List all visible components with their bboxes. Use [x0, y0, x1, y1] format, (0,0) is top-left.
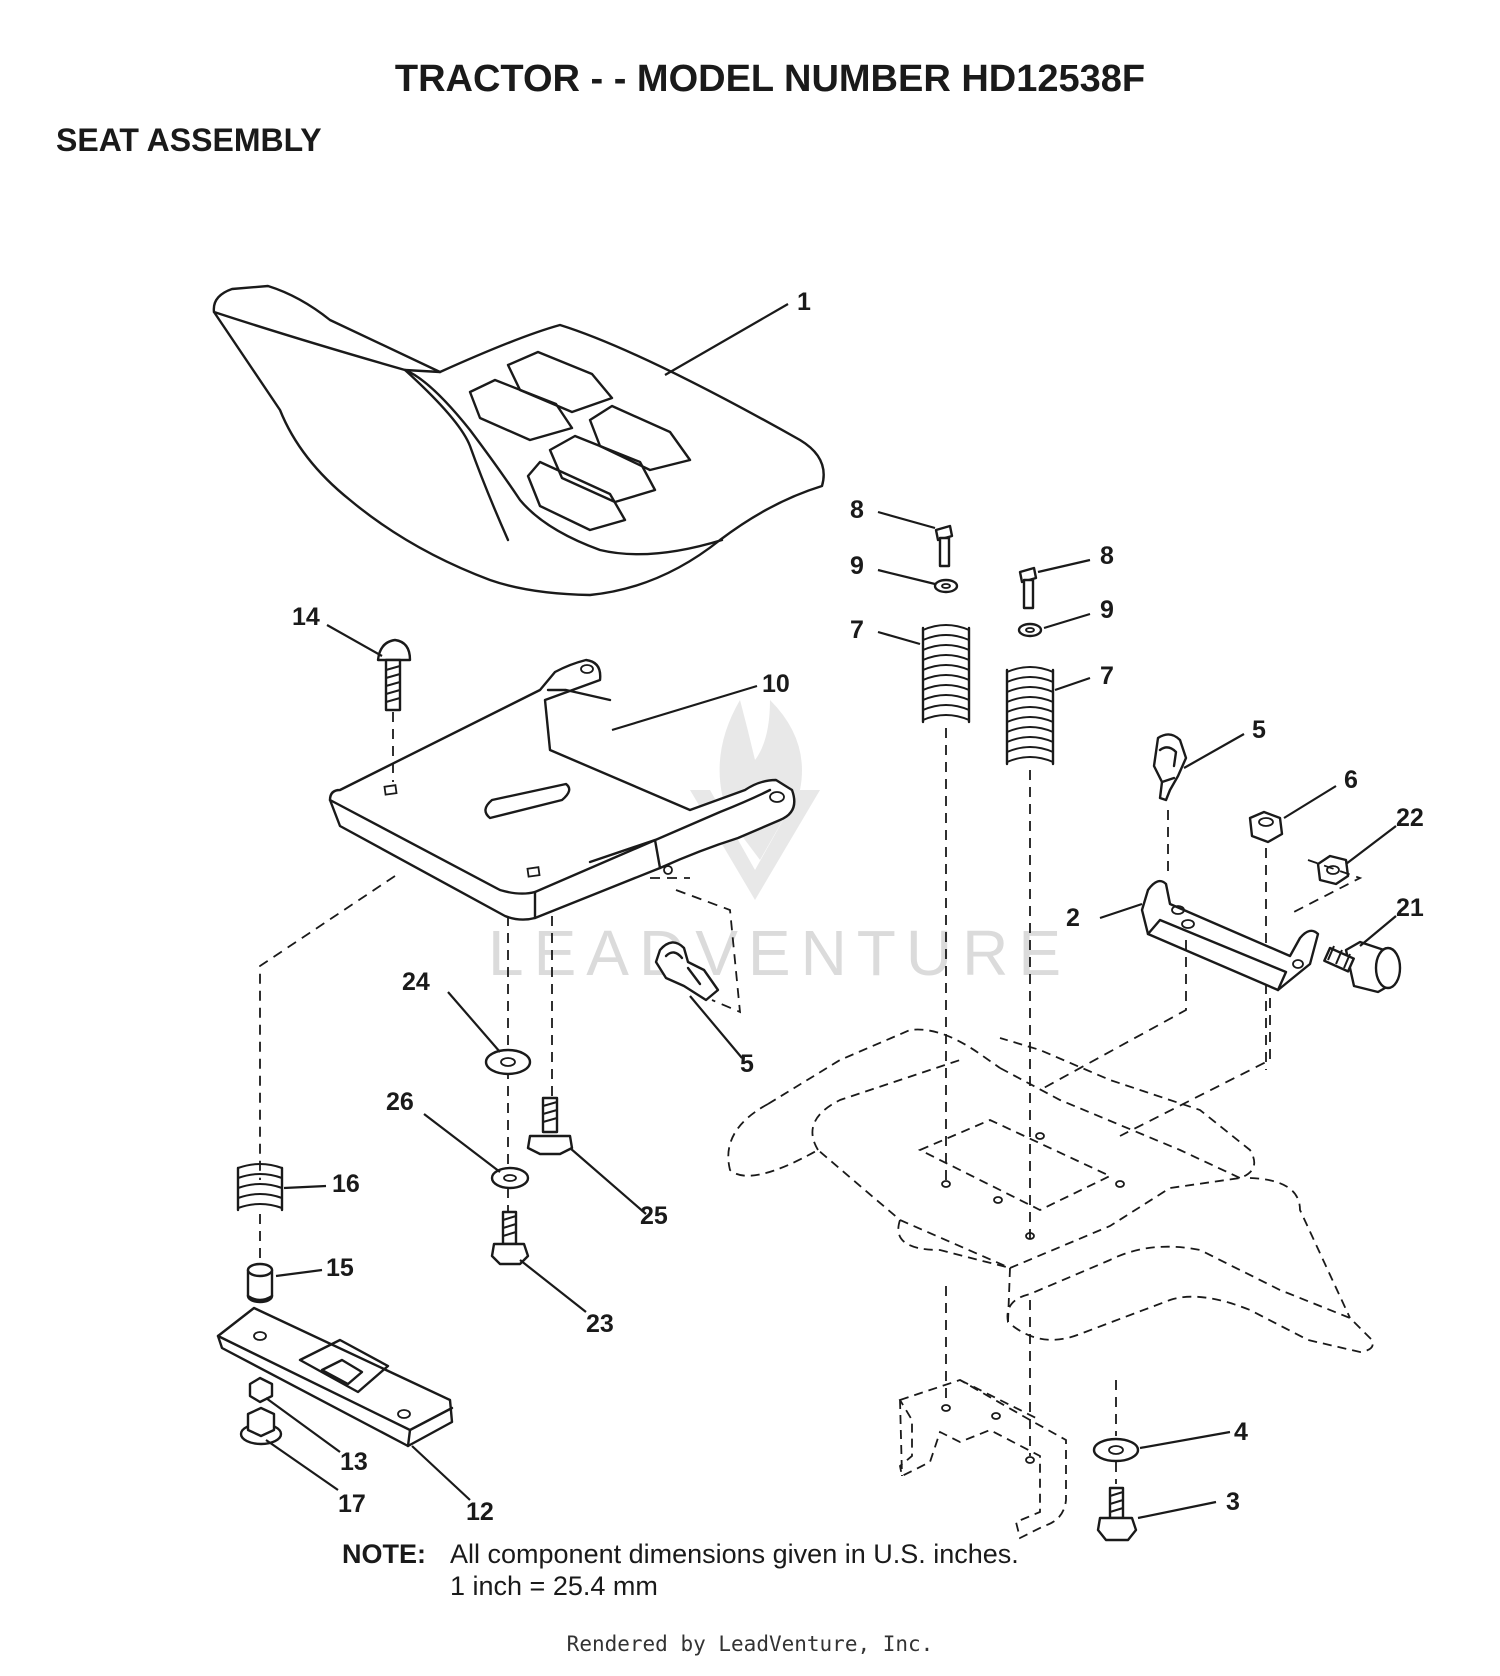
part-flange-bolt [1323, 940, 1402, 994]
svg-text:13: 13 [340, 1448, 368, 1476]
svg-text:4: 4 [1234, 1418, 1248, 1446]
svg-text:6: 6 [1344, 766, 1358, 794]
svg-text:22: 22 [1396, 804, 1424, 832]
callout-6: 6 [1283, 766, 1358, 819]
part-flange-nut [239, 1406, 283, 1446]
watermark: LEADVENTURE [488, 700, 1071, 989]
page-title: TRACTOR - - MODEL NUMBER HD12538F [394, 58, 1146, 100]
callout-8b: 8 [1037, 542, 1114, 574]
note-line-1: All component dimensions given in U.S. i… [450, 1539, 1019, 1569]
callout-5b: 5 [689, 995, 754, 1078]
callout-8a: 8 [850, 496, 936, 530]
part-spring-stack-right [1005, 566, 1055, 766]
callout-14: 14 [292, 603, 383, 657]
part-nut [1248, 810, 1284, 844]
part-frame-bolt [1096, 1486, 1138, 1542]
svg-text:7: 7 [1100, 662, 1114, 690]
part-clip-upper [1152, 733, 1188, 802]
callout-21: 21 [1359, 894, 1424, 947]
callout-5a: 5 [1183, 716, 1266, 769]
callout-2: 2 [1066, 902, 1143, 932]
svg-text:3: 3 [1226, 1488, 1240, 1516]
dimension-note: NOTE: All component dimensions given in U… [342, 1538, 1019, 1602]
render-credit: Rendered by LeadVenture, Inc. [566, 1632, 934, 1656]
svg-text:9: 9 [850, 552, 864, 580]
callout-22: 22 [1345, 804, 1424, 865]
callout-9a: 9 [850, 552, 936, 586]
callout-13: 13 [265, 1397, 368, 1476]
part-spring-stack-left [921, 524, 971, 724]
part-lock-washer [490, 1166, 530, 1190]
callout-25: 25 [569, 1147, 668, 1230]
part-lock-nut [1316, 854, 1350, 886]
callout-1: 1 [664, 288, 811, 376]
svg-text:17: 17 [338, 1490, 366, 1518]
svg-text:9: 9 [1100, 596, 1114, 624]
svg-text:10: 10 [762, 670, 790, 698]
svg-text:15: 15 [326, 1254, 354, 1282]
callout-24: 24 [402, 968, 501, 1053]
svg-text:5: 5 [740, 1050, 754, 1078]
svg-text:21: 21 [1396, 894, 1424, 922]
section-title: SEAT ASSEMBLY [56, 122, 322, 158]
callout-26: 26 [386, 1088, 501, 1173]
svg-text:23: 23 [586, 1310, 614, 1338]
callout-4: 4 [1139, 1418, 1248, 1450]
part-spacer [246, 1262, 274, 1304]
callout-16: 16 [283, 1170, 360, 1198]
svg-text:24: 24 [402, 968, 430, 996]
watermark-text: LEADVENTURE [488, 917, 1071, 989]
part-compression-spring [236, 1163, 284, 1212]
svg-text:1: 1 [797, 288, 811, 316]
part-bracket [1140, 879, 1320, 992]
callout-10: 10 [611, 670, 790, 732]
callout-3: 3 [1137, 1488, 1240, 1520]
svg-text:16: 16 [332, 1170, 360, 1198]
callout-12: 12 [411, 1445, 494, 1526]
part-seat [212, 284, 825, 597]
callout-7a: 7 [850, 616, 921, 646]
svg-text:7: 7 [850, 616, 864, 644]
svg-text:12: 12 [466, 1498, 494, 1526]
part-frame-washer [1092, 1437, 1140, 1463]
note-label: NOTE: [342, 1539, 426, 1569]
part-hex-bolt [490, 1210, 530, 1266]
part-slide-plate [216, 1306, 454, 1448]
part-flat-washer [484, 1048, 532, 1076]
callout-23: 23 [519, 1259, 614, 1338]
tractor-frame-outline [727, 1028, 1374, 1540]
part-small-nut [248, 1376, 274, 1404]
callout-9b: 9 [1043, 596, 1114, 630]
svg-text:26: 26 [386, 1088, 414, 1116]
note-line-2: 1 inch = 25.4 mm [450, 1571, 658, 1601]
svg-text:25: 25 [640, 1202, 668, 1230]
svg-text:14: 14 [292, 603, 320, 631]
part-carriage-bolt [376, 638, 412, 712]
part-clip-lower [654, 941, 720, 1002]
svg-text:8: 8 [850, 496, 864, 524]
part-shoulder-bolt [526, 1096, 574, 1156]
callout-15: 15 [275, 1254, 354, 1282]
svg-text:8: 8 [1100, 542, 1114, 570]
callout-17: 17 [265, 1439, 366, 1518]
svg-text:2: 2 [1066, 904, 1080, 932]
callout-7b: 7 [1054, 662, 1114, 692]
svg-text:5: 5 [1252, 716, 1266, 744]
